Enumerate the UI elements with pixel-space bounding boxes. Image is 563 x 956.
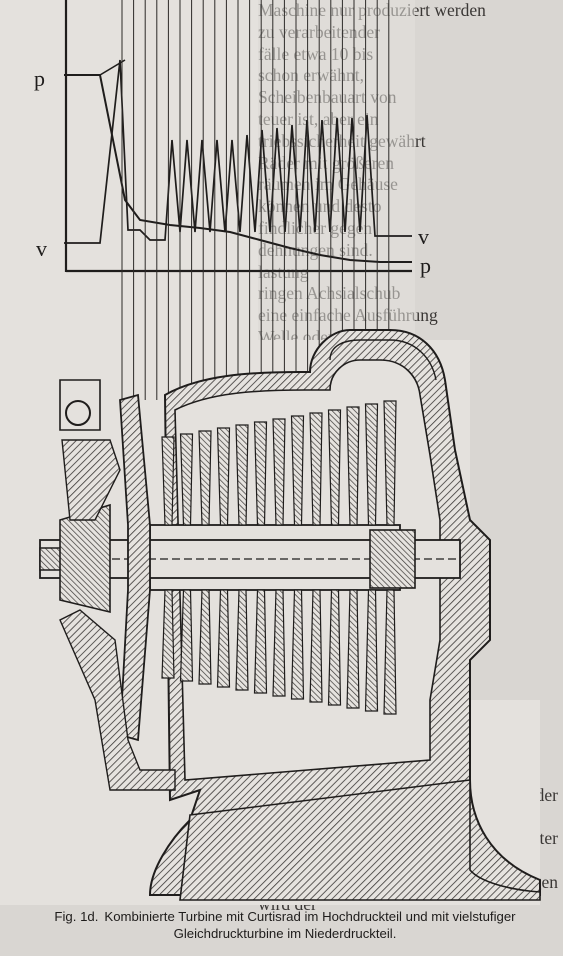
blade-upper: [253, 421, 268, 526]
blade-lower: [179, 589, 194, 682]
blade-upper: [346, 406, 360, 526]
label-p-left: p: [34, 66, 45, 91]
label-v-right: v: [418, 224, 429, 249]
blade-rows-lower: [161, 589, 397, 715]
pressure-curve: [64, 74, 412, 263]
blade-lower: [198, 589, 212, 685]
front-bearing: [59, 503, 111, 614]
caption-text: Kombinierte Turbine mit Curtisrad im Hoc…: [104, 909, 516, 941]
blade-lower: [272, 589, 286, 697]
blade-lower: [290, 589, 305, 700]
figure-number: Fig. 1d.: [54, 909, 99, 924]
blade-upper: [290, 415, 305, 526]
blade-upper: [383, 400, 397, 526]
steam-valve: [65, 400, 91, 426]
blade-lower: [364, 589, 379, 712]
blade-upper: [272, 418, 286, 526]
blade-lower: [235, 589, 249, 691]
blade-rows-upper: [161, 400, 397, 526]
turbine-section: [39, 329, 541, 901]
blade-upper: [235, 424, 249, 526]
label-v-left: v: [36, 236, 47, 261]
label-p-right: p: [420, 253, 431, 278]
curtis-wheel: [119, 393, 151, 742]
blade-lower: [346, 589, 360, 709]
blade-lower: [383, 589, 397, 715]
blade-upper: [216, 427, 231, 526]
blade-lower: [327, 589, 342, 706]
front-pedestal: [59, 609, 176, 791]
blade-upper: [309, 412, 323, 526]
blade-lower: [253, 589, 268, 694]
casing-base: [179, 779, 541, 901]
turbine-figure: p v v p: [0, 0, 541, 905]
blade-upper: [327, 409, 342, 526]
rear-gland: [369, 529, 416, 589]
blade-lower: [216, 589, 231, 688]
blade-upper: [364, 403, 379, 526]
blade-upper: [198, 430, 212, 526]
figure-caption: Fig. 1d. Kombinierte Turbine mit Curtisra…: [20, 908, 550, 942]
velocity-curve: [64, 59, 412, 244]
blade-upper: [161, 436, 175, 526]
blade-lower: [161, 589, 175, 679]
blade-upper: [179, 433, 194, 526]
blade-lower: [309, 589, 323, 703]
